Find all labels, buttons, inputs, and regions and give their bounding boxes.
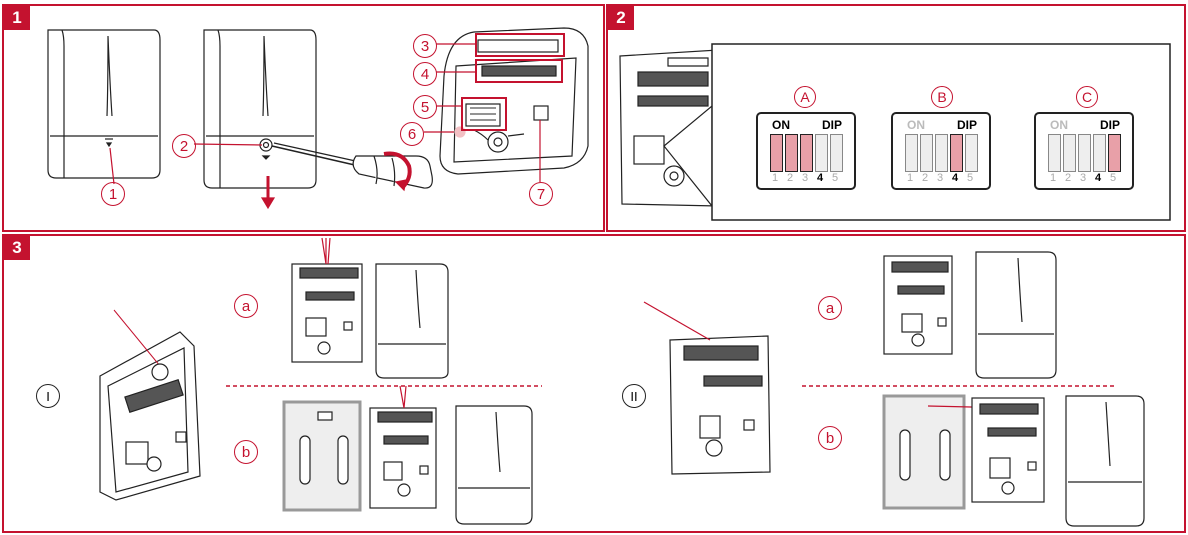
option-1-label: I [36,384,60,408]
panel-3-number: 3 [4,236,30,260]
sub-option-2b: b [818,426,842,450]
switch-number: 5 [1110,172,1117,184]
switch-number: 1 [907,172,914,184]
dip-on-label: ON [1050,118,1068,132]
callout-1: 1 [101,182,125,206]
switch-number: 1 [1050,172,1057,184]
cover-2a [975,251,1057,379]
dip-switch-3[interactable] [1078,134,1091,172]
dip-switch-2[interactable] [785,134,798,172]
dip-letter-a: A [794,86,816,108]
dip-letter-b: B [931,86,953,108]
dip-dip-label: DIP [957,118,978,132]
module-angled-1 [99,309,201,501]
screwdriver [271,142,433,192]
dip-switch-5[interactable] [830,134,843,172]
panel-3-illustration [99,237,1145,527]
callout-3: 3 [413,34,437,58]
sub-option-1b: b [234,440,258,464]
panel-1-illustration [47,27,589,210]
option-2-label: II [622,384,646,408]
intercom-housing-screw [203,29,317,189]
switch-number: 2 [1065,172,1072,184]
dip-group-b: B ON DIP 1 2 3 4 5 [891,86,991,190]
panel-3: 3 [2,234,1186,533]
dip-group-c: C ON DIP 1 2 3 4 5 [1034,86,1134,190]
switch-number-bold: 4 [817,172,824,184]
dip-switch-3[interactable] [935,134,948,172]
panel-1: 1 [2,4,605,232]
cover-1b [455,405,533,525]
dip-zoom-box [711,43,1171,221]
callout-6: 6 [400,122,424,146]
switch-number: 3 [802,172,809,184]
switch-number-bold: 4 [952,172,959,184]
dip-switch-a: ON DIP 1 2 3 4 5 [756,112,856,190]
panel-2-board-illustration [619,43,1171,221]
module-board-2b [971,397,1045,503]
dip-switch-2[interactable] [920,134,933,172]
dip-group-a: A ON DIP 1 2 3 4 5 [756,86,856,190]
dip-dip-label: DIP [822,118,843,132]
switch-number: 5 [832,172,839,184]
module-board-1b [369,385,437,509]
dip-switch-c: ON DIP 1 2 3 4 5 [1034,112,1134,190]
dip-switch-5[interactable] [965,134,978,172]
switch-number: 1 [772,172,779,184]
wall-plate-1b [282,400,362,512]
dip-switch-2[interactable] [1063,134,1076,172]
callout-7: 7 [529,182,553,206]
switch-number: 2 [787,172,794,184]
dip-switch-1[interactable] [1048,134,1061,172]
wall-plate-2b [882,394,1015,510]
cover-1a [375,263,449,379]
switch-number: 3 [1080,172,1087,184]
switch-number: 2 [922,172,929,184]
dip-switch-4[interactable] [815,134,828,172]
dip-letter-c: C [1076,86,1098,108]
dip-switch-1[interactable] [770,134,783,172]
dip-switch-1[interactable] [905,134,918,172]
panel-2: 2 [606,4,1186,232]
callout-5: 5 [413,95,437,119]
cover-2b [1065,395,1145,527]
sub-option-1a: a [234,294,258,318]
module-front-2 [643,301,771,475]
dip-switch-4[interactable] [1093,134,1106,172]
dip-switch-3[interactable] [800,134,813,172]
switch-number: 5 [967,172,974,184]
switch-number: 3 [937,172,944,184]
switch-number-bold: 4 [1095,172,1102,184]
callout-2: 2 [172,134,196,158]
callout-4: 4 [413,62,437,86]
panel-1-number: 1 [4,6,30,30]
sub-option-2a: a [818,296,842,320]
intercom-housing-front [47,29,161,179]
panel-2-number: 2 [608,6,634,30]
dip-on-label: ON [772,118,790,132]
dip-switch-4[interactable] [950,134,963,172]
module-board-2a [883,255,953,355]
dip-switch-5[interactable] [1108,134,1121,172]
module-board-1a [291,237,363,363]
dip-dip-label: DIP [1100,118,1121,132]
dip-on-label: ON [907,118,925,132]
dip-switch-b: ON DIP 1 2 3 4 5 [891,112,991,190]
